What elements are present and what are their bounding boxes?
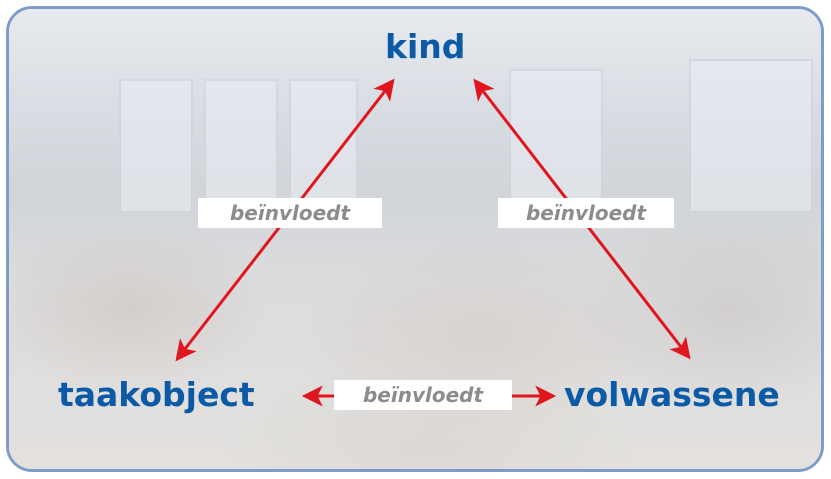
- node-kind: kind: [385, 27, 466, 66]
- node-taakobject: taakobject: [58, 375, 255, 414]
- edge-label-kind-volwassene: beïnvloedt: [498, 198, 674, 228]
- edge-label-kind-taakobject: beïnvloedt: [198, 198, 382, 228]
- node-volwassene: volwassene: [564, 375, 780, 414]
- edge-label-taakobject-volwassene: beïnvloedt: [334, 380, 512, 410]
- background-window: [689, 59, 813, 213]
